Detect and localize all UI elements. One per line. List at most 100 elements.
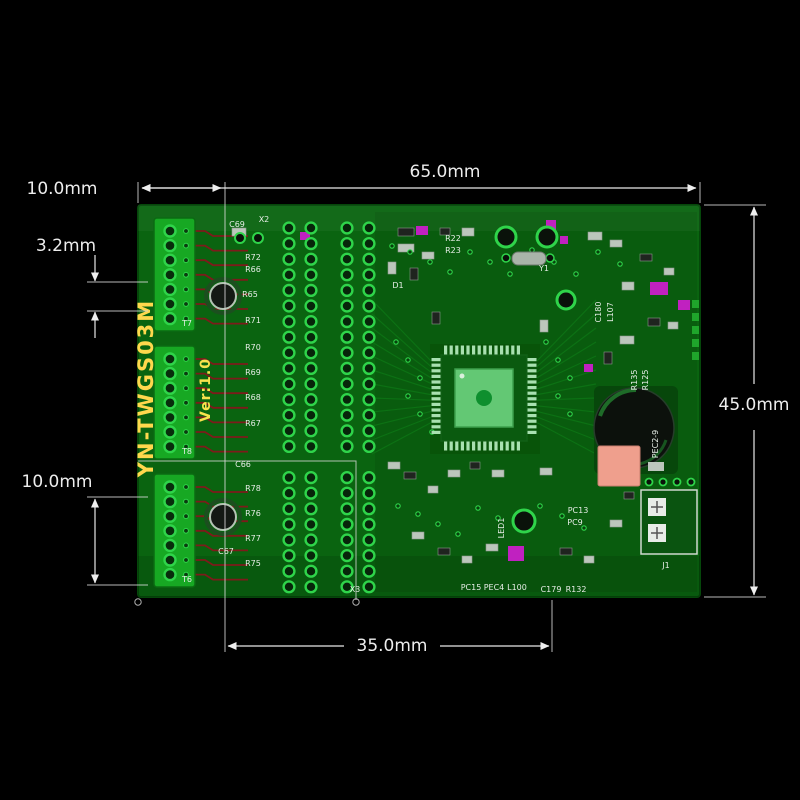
qfp-pin xyxy=(505,441,509,451)
via xyxy=(487,259,493,265)
component-label-r67: R67 xyxy=(245,419,261,428)
through-hole-pad xyxy=(362,330,376,344)
through-hole-pad xyxy=(304,580,318,594)
through-hole-pad xyxy=(362,502,376,516)
via xyxy=(595,249,601,255)
through-hole-pad-grid xyxy=(282,221,376,594)
via xyxy=(427,259,433,265)
qfp-pins xyxy=(431,345,537,451)
qfp-pin xyxy=(431,414,441,418)
component-label-t6: T6 xyxy=(181,575,192,584)
qfp-pin xyxy=(431,419,441,423)
through-hole-pad xyxy=(340,517,354,532)
pth-hole xyxy=(555,289,577,311)
component-label-r132: R132 xyxy=(566,585,587,594)
crystal-y1 xyxy=(511,251,547,266)
connector-pad xyxy=(163,238,177,253)
smd-component xyxy=(619,335,635,345)
via xyxy=(447,269,453,275)
via xyxy=(567,375,573,381)
via xyxy=(567,411,573,417)
smd-component xyxy=(539,319,549,333)
through-hole-pad xyxy=(340,377,354,391)
connector-pad xyxy=(163,224,177,238)
through-hole-pad xyxy=(340,580,354,594)
smd-component xyxy=(439,227,451,236)
signal-trace xyxy=(536,422,597,455)
qfp-pin xyxy=(431,425,441,429)
smd-component-magenta xyxy=(560,236,568,244)
component-label-r135: R135 xyxy=(630,370,639,391)
plus-mark xyxy=(651,501,663,513)
through-hole-pad xyxy=(362,486,376,500)
smd-component xyxy=(485,543,499,552)
smd-component xyxy=(387,261,397,275)
component-label-pec4: PEC4 xyxy=(484,583,505,592)
signal-trace xyxy=(536,383,597,396)
through-hole-pad xyxy=(304,252,318,266)
inductor-winding xyxy=(598,388,637,417)
component-label-pc15: PC15 xyxy=(461,583,482,592)
via xyxy=(417,375,423,381)
smd-component-magenta xyxy=(584,364,593,372)
through-hole-pad xyxy=(304,533,318,547)
pth-pad xyxy=(234,232,246,244)
signal-trace xyxy=(536,369,597,390)
qfp-pin xyxy=(488,345,492,355)
through-hole-pad xyxy=(282,315,296,329)
outline-end-marker xyxy=(352,598,360,606)
edge-pad xyxy=(692,352,699,360)
pth-hole xyxy=(535,225,559,249)
qfp-pin xyxy=(460,345,464,355)
qfp-pin xyxy=(516,345,520,355)
pth-hole xyxy=(511,508,537,534)
qfp-pin xyxy=(500,441,504,451)
through-hole-pad xyxy=(340,268,354,282)
via xyxy=(555,357,561,363)
component-label-r76: R76 xyxy=(245,509,261,518)
qfp-pin xyxy=(444,345,448,355)
connector-pad-small xyxy=(183,301,189,307)
mounting-hole-ring xyxy=(204,498,242,536)
edge-pad xyxy=(692,313,699,321)
submodule-outline xyxy=(138,460,357,600)
qfp-pin xyxy=(527,380,537,384)
through-hole-pad xyxy=(304,377,318,391)
component-label-led1: LED1 xyxy=(497,518,506,539)
pth-pad xyxy=(644,477,654,487)
connector-pad-small xyxy=(183,315,189,322)
qfp-pin xyxy=(483,345,487,355)
pth-pad xyxy=(672,477,682,487)
qfp-pin xyxy=(472,441,476,451)
through-hole-pad xyxy=(282,408,296,422)
component-label-pec2-9: PEC2-9 xyxy=(651,430,660,459)
smd-component xyxy=(603,351,613,365)
component-label-l107: L107 xyxy=(606,302,615,322)
mounting-hole xyxy=(209,282,237,310)
qfp-pin xyxy=(505,345,509,355)
solder-pad xyxy=(648,462,664,471)
through-hole-pad xyxy=(362,315,376,329)
connector-pad xyxy=(163,509,177,523)
smd-component xyxy=(639,253,653,262)
qfp-pin xyxy=(477,441,481,451)
signal-trace xyxy=(371,416,432,441)
through-hole-pad xyxy=(362,471,376,485)
qfp-pin xyxy=(488,441,492,451)
smd-component-magenta xyxy=(678,300,690,310)
qfp-pin xyxy=(477,345,481,355)
through-hole-pad xyxy=(362,439,376,454)
signal-trace xyxy=(536,405,597,413)
connector-pad xyxy=(163,268,177,282)
qfp-pin xyxy=(449,441,453,451)
through-hole-pad xyxy=(304,439,318,454)
qfp-pin xyxy=(511,345,515,355)
signal-trace xyxy=(536,397,597,401)
through-hole-pad xyxy=(282,393,296,407)
through-hole-pad xyxy=(340,283,354,298)
through-hole-pad xyxy=(340,471,354,485)
smd-components xyxy=(231,220,699,564)
component-label-t8: T8 xyxy=(181,447,192,456)
component-label-c66: C66 xyxy=(235,460,251,469)
through-hole-pad xyxy=(282,580,296,594)
